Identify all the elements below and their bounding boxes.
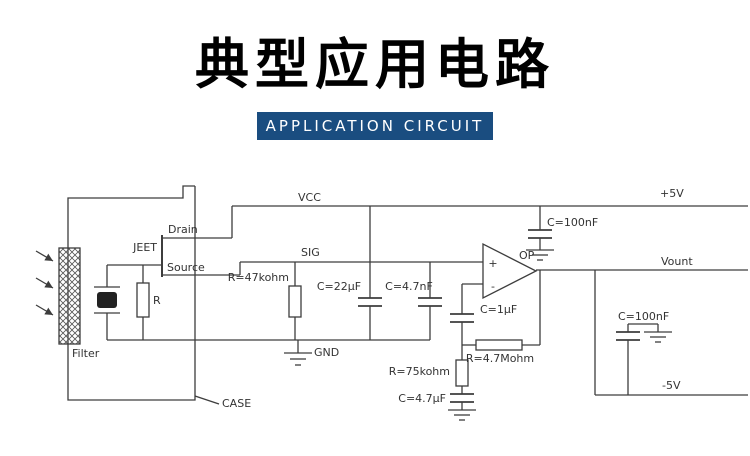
subtitle-text: APPLICATION CIRCUIT <box>265 117 485 135</box>
c6-label: C=100nF <box>618 310 669 323</box>
opamp-label: OP <box>519 249 535 262</box>
filter-label: Filter <box>72 347 100 360</box>
r1-label: R=47kohm <box>228 271 289 284</box>
c5-label: C=4.7µF <box>398 392 446 405</box>
c2-label: C=4.7nF <box>385 280 433 293</box>
vneg-label: -5V <box>662 379 681 392</box>
c6-decoupling-cap <box>616 323 672 395</box>
filter-window <box>58 247 81 345</box>
c4-label: C=1µF <box>480 303 517 316</box>
r3-label: R=75kohm <box>389 365 450 378</box>
pyro-element <box>97 292 117 308</box>
r2-body <box>475 339 523 351</box>
c3-decoupling-cap <box>526 206 554 261</box>
c3-label: C=100nF <box>547 216 598 229</box>
opamp-plus: + <box>488 257 497 270</box>
opamp-minus: - <box>491 280 495 293</box>
drain-label: Drain <box>168 223 198 236</box>
c1-label: C=22µF <box>317 280 361 293</box>
source-label: Source <box>167 261 205 274</box>
case-label: CASE <box>222 397 251 410</box>
ir-arrow-icon <box>35 277 54 289</box>
ir-arrow-icon <box>35 250 54 262</box>
sig-label: SIG <box>301 246 320 259</box>
ir-arrow-icon <box>35 304 54 316</box>
r1-body <box>288 285 302 318</box>
vcc-label: VCC <box>298 191 321 204</box>
opamp-triangle <box>482 242 538 300</box>
ground-symbol <box>284 340 312 366</box>
jfet-label: JEET <box>132 241 157 254</box>
subtitle-banner: APPLICATION CIRCUIT <box>257 112 493 140</box>
r2-label: R=4.7Mohm <box>466 352 534 365</box>
vpos-label: +5V <box>660 187 684 200</box>
r-internal-body <box>136 282 150 318</box>
gnd-label: GND <box>314 346 339 359</box>
ground-symbol <box>448 402 476 421</box>
page-title: 典型应用电路 <box>195 33 555 96</box>
r-internal-label: R <box>153 294 161 307</box>
sensor-package-outline <box>67 185 196 401</box>
case-lead <box>194 395 220 405</box>
vout-label: Vount <box>661 255 693 268</box>
